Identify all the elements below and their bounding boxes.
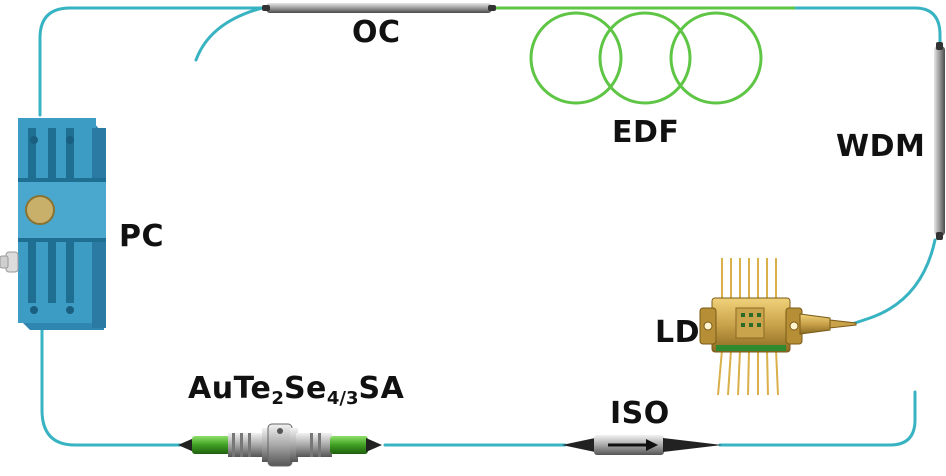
fiber-left-upper bbox=[38, 6, 72, 117]
sa-part-1: AuTe bbox=[188, 371, 272, 406]
sa-part-3: SA bbox=[358, 371, 405, 406]
fiber-ld-pigtail bbox=[850, 238, 937, 326]
wdm-coupler bbox=[934, 42, 945, 240]
label-oc: OC bbox=[352, 15, 401, 50]
fiber-oc-output bbox=[194, 6, 264, 62]
fiber-loop bbox=[38, 6, 942, 447]
iso-isolator bbox=[562, 435, 722, 455]
sa-part-2: Se bbox=[283, 371, 327, 406]
fiber-top-right bbox=[793, 6, 942, 50]
label-sa: AuTe2Se4/3SA bbox=[188, 374, 404, 408]
oc-coupler bbox=[262, 3, 496, 13]
label-edf: EDF bbox=[612, 115, 680, 150]
fiber-left-lower bbox=[40, 328, 182, 447]
label-iso: ISO bbox=[610, 396, 670, 431]
pc-controller bbox=[0, 118, 106, 330]
edf-fiber bbox=[496, 6, 795, 105]
sa-sub-1: 2 bbox=[271, 388, 284, 409]
sa-connector bbox=[178, 423, 382, 467]
fiber-bottom-right bbox=[718, 390, 917, 447]
ld-laser bbox=[699, 258, 857, 396]
label-pc: PC bbox=[119, 219, 165, 254]
label-wdm: WDM bbox=[836, 129, 926, 164]
sa-sub-2: 4/3 bbox=[326, 388, 359, 409]
label-ld: LD bbox=[655, 315, 701, 350]
